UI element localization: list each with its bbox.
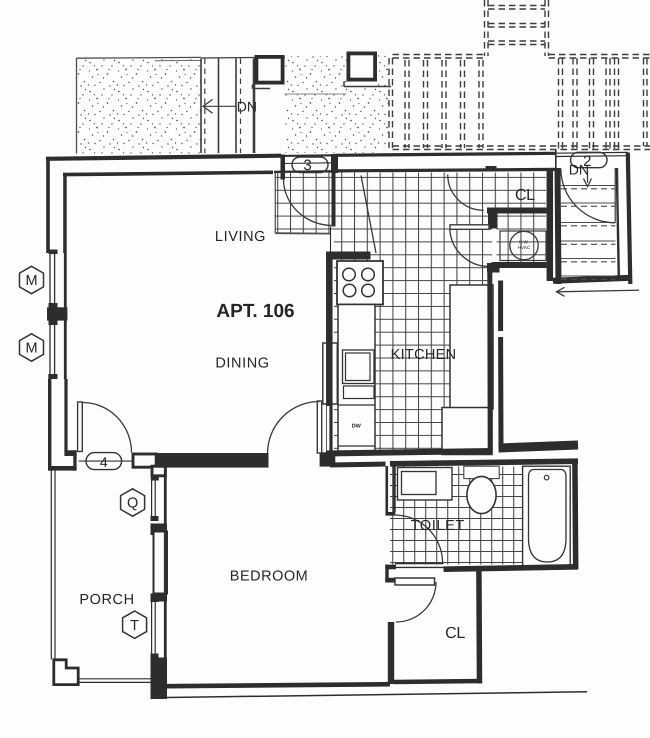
- svg-text:3: 3: [303, 157, 311, 174]
- svg-text:PORCH: PORCH: [79, 592, 134, 608]
- svg-text:DW: DW: [352, 424, 362, 430]
- svg-text:DN: DN: [237, 99, 257, 115]
- svg-text:APT. 106: APT. 106: [216, 301, 294, 322]
- svg-text:DN: DN: [569, 162, 589, 178]
- svg-text:HVAC: HVAC: [518, 245, 531, 250]
- svg-text:LIVING: LIVING: [215, 229, 266, 245]
- svg-text:CL: CL: [445, 625, 465, 642]
- svg-text:BEDROOM: BEDROOM: [230, 569, 308, 585]
- svg-text:2: 2: [583, 153, 591, 170]
- svg-text:CL: CL: [515, 187, 535, 204]
- svg-text:M: M: [25, 341, 37, 357]
- svg-text:Q: Q: [127, 496, 138, 512]
- svg-text:M: M: [25, 273, 37, 289]
- svg-text:DINING: DINING: [215, 355, 269, 371]
- svg-text:4: 4: [100, 454, 108, 470]
- svg-text:T: T: [130, 618, 139, 634]
- svg-text:TOILET: TOILET: [411, 518, 465, 534]
- svg-text:KITCHEN: KITCHEN: [391, 347, 457, 363]
- svg-text:H.W.: H.W.: [519, 240, 529, 245]
